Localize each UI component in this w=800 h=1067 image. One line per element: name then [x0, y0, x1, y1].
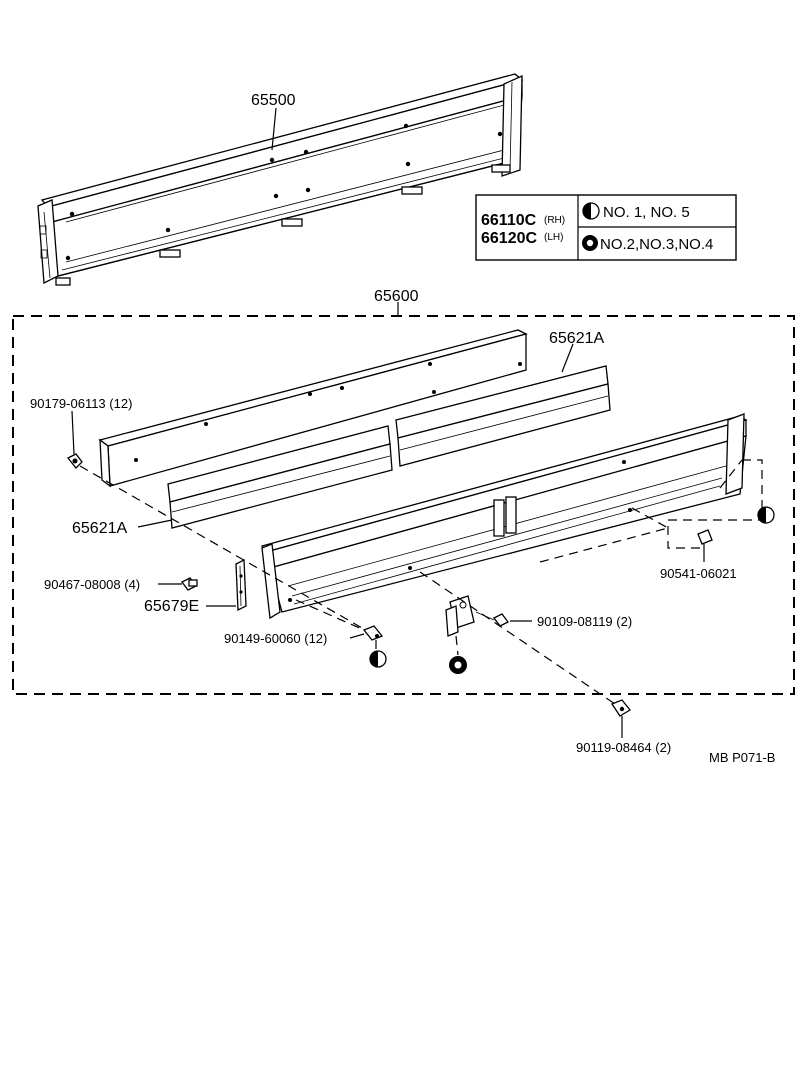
leader-65500	[271, 107, 277, 151]
label-65621A-left: 65621A	[72, 520, 127, 537]
diagram-code: MB P071-B	[709, 750, 775, 765]
ring-icon	[582, 235, 598, 251]
legend-table	[475, 194, 737, 261]
ring-icon	[449, 656, 467, 674]
label-65621A-top: 65621A	[549, 330, 604, 347]
legend-lh-code: 66120C	[481, 230, 537, 247]
assembly-frame	[12, 315, 795, 695]
dashed-90541-c	[631, 507, 669, 529]
label-90467: 90467-08008 (4)	[44, 577, 140, 592]
dashed-90541-a	[719, 459, 743, 489]
legend-half-circle-note: NO. 1, NO. 5	[603, 204, 690, 221]
dashed-90541-b	[539, 527, 669, 563]
legend-ring-note: NO.2,NO.3,NO.4	[600, 236, 713, 253]
legend-rh-side: (RH)	[544, 215, 565, 226]
dashed-90119	[419, 571, 619, 707]
label-90541: 90541-06021	[660, 566, 737, 581]
bracket-65679E	[235, 558, 247, 612]
leader-90179	[71, 410, 75, 455]
dashed-90541-box	[667, 459, 763, 549]
label-65600: 65600	[374, 288, 419, 305]
legend-lh-side: (LH)	[544, 232, 563, 243]
leader-65621A-top	[561, 343, 574, 373]
bolt-90179	[66, 453, 83, 469]
dashed-hinge-ring	[455, 635, 459, 656]
label-65500: 65500	[251, 92, 296, 109]
half-circle-icon	[582, 202, 600, 220]
label-90119: 90119-08464 (2)	[576, 740, 671, 755]
label-90149: 90149-60060 (12)	[224, 631, 327, 646]
leader-65621A-left	[137, 519, 173, 528]
side-panel-65500	[37, 73, 524, 286]
back-plank	[98, 329, 528, 488]
label-65679E: 65679E	[144, 598, 199, 615]
leader-90149	[349, 633, 365, 639]
reinforcement-channel	[167, 365, 611, 529]
front-frame	[260, 413, 748, 620]
dashed-90149-b	[295, 599, 365, 631]
bolt-90109	[493, 613, 509, 627]
hinge-bracket	[445, 595, 475, 637]
half-circle-icon	[757, 506, 775, 524]
bolt-90541	[697, 529, 713, 562]
bolt-90119	[611, 699, 631, 717]
label-90109: 90109-08119 (2)	[537, 614, 632, 629]
label-90179: 90179-06113 (12)	[30, 396, 132, 411]
half-circle-icon	[369, 650, 387, 668]
bolt-90149	[362, 625, 384, 641]
dashed-90179	[79, 465, 377, 637]
bolt-90467	[181, 577, 198, 591]
legend-rh-code: 66110C	[481, 212, 537, 229]
